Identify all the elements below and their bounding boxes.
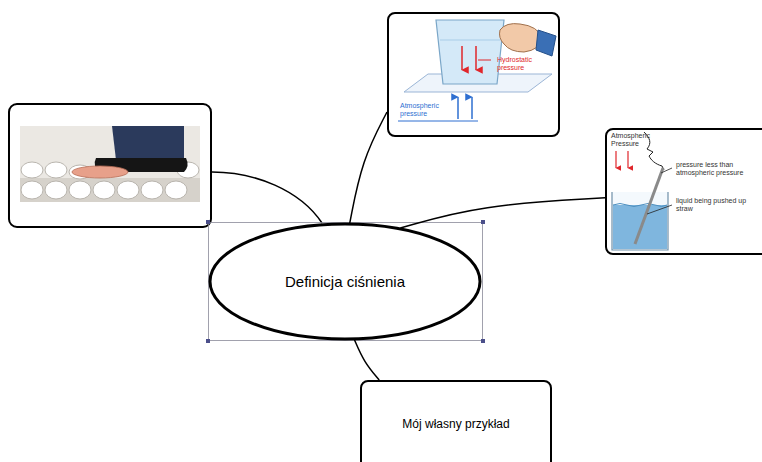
egg (21, 162, 43, 178)
pressure-arrow (461, 46, 463, 70)
glass-illustration (398, 20, 556, 121)
leader-line (398, 121, 478, 122)
jeans (112, 126, 184, 160)
pressure-arrow (457, 97, 459, 119)
pressure-arrow (627, 151, 628, 168)
photo-ground (20, 126, 200, 202)
text-slot: Atmospheric pressure (400, 102, 446, 117)
branch-line (350, 112, 387, 223)
leader-line (647, 205, 672, 214)
selection-rect (209, 223, 483, 341)
selection-handle (206, 220, 210, 224)
egg (141, 181, 163, 199)
leader-line (478, 60, 491, 61)
egg (21, 181, 43, 199)
egg (165, 181, 187, 199)
text-slot: Mój własny przykład (402, 417, 509, 431)
egg (117, 181, 139, 199)
ellipse-shape (210, 224, 480, 339)
illustration-label: liquid being pushed up straw (676, 197, 750, 212)
sleeve (536, 30, 556, 56)
branch-line (400, 198, 605, 228)
straw (635, 168, 663, 244)
node-label: Definicja ciśnienia (285, 273, 405, 291)
concept-ellipse: Definicja ciśnienia (208, 222, 482, 341)
selection-handle (481, 339, 485, 343)
egg (93, 181, 115, 199)
node-label: Mój własny przykład (402, 417, 509, 431)
hand (500, 24, 543, 52)
illustration-label: Atmospheric Pressure (611, 132, 655, 147)
water-line (440, 40, 500, 41)
straw-illustration (612, 132, 672, 250)
text-slot: liquid being pushed up straw (676, 197, 750, 212)
egg (69, 181, 91, 199)
drinking-glass (612, 192, 668, 250)
inverted-glass (436, 20, 504, 84)
selection-frame (206, 220, 485, 343)
pressure-arrow (475, 46, 477, 70)
water-surface (613, 204, 667, 207)
egg (45, 181, 67, 199)
egg (45, 162, 67, 178)
image-panel (9, 104, 211, 227)
illustration-label: pressure less than atmospheric pressure (676, 161, 756, 176)
pressure-arrow (471, 97, 473, 119)
image-panel: Atmospheric Pressure pressure less than a… (605, 128, 762, 255)
illustration-label: Atmospheric pressure (400, 102, 446, 117)
foot (72, 166, 128, 178)
selection-handle (206, 339, 210, 343)
example-box: Mój własny przykład (360, 380, 552, 462)
illustration-label: Hydrostatic pressure (497, 56, 539, 71)
branch-line (354, 340, 379, 380)
leader-line (661, 168, 672, 173)
text-slot: Hydrostatic pressure (497, 56, 539, 71)
pressure-arrow (615, 151, 616, 168)
text-slot: Atmospheric Pressure (611, 132, 655, 147)
text-slot: pressure less than atmospheric pressure (676, 161, 756, 176)
image-panel: Hydrostatic pressureAtmospheric pressure (387, 12, 560, 137)
text-slot: Definicja ciśnienia (285, 273, 405, 291)
eggs-photo (20, 126, 200, 202)
selection-handle (481, 220, 485, 224)
branch-line (212, 172, 322, 223)
egg-carton (20, 178, 200, 202)
